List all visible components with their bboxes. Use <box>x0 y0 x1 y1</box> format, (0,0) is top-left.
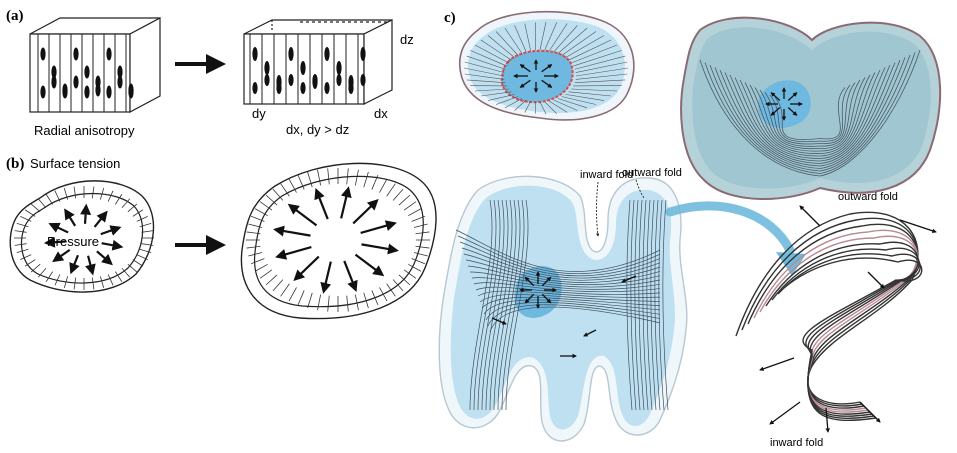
fold-layer <box>748 224 917 408</box>
cell-nucleus <box>336 61 341 75</box>
cell-nucleus <box>51 76 56 89</box>
rim-cell <box>46 194 52 204</box>
cell-nucleus <box>360 47 365 61</box>
cell-nucleus <box>312 74 317 86</box>
fold-layer <box>736 212 918 404</box>
cell-nucleus <box>288 74 293 86</box>
cell-nucleus <box>276 82 281 94</box>
cell-nucleus <box>40 86 45 99</box>
cell-nucleus <box>95 76 100 89</box>
fold-layer <box>754 230 917 410</box>
rim-cell <box>31 204 40 212</box>
tissue-early <box>460 12 634 120</box>
rim-cell <box>128 264 137 272</box>
cell-nucleus <box>84 66 89 79</box>
cell-nucleus <box>106 48 111 61</box>
rim-cell <box>38 199 46 208</box>
cell-nucleus <box>106 86 111 99</box>
panel-a: (a) Radial anisotropy dz dy dx dx, dy > … <box>6 8 414 138</box>
pressure-arrow <box>85 206 86 224</box>
pressure-label: Pressure <box>47 234 99 249</box>
cell-nucleus <box>264 74 269 86</box>
surface-tension-caption: Surface tension <box>30 156 120 171</box>
rim-cell <box>141 231 153 233</box>
rim-cell <box>25 210 35 216</box>
s-fold-diagram <box>736 206 936 432</box>
rim-cell <box>266 195 277 205</box>
cell-nucleus <box>300 61 305 75</box>
cell-nucleus <box>117 76 122 89</box>
panel-b: (b) Surface tension Pressure <box>6 156 436 319</box>
cell-nucleus <box>264 61 269 75</box>
dim-dz-label: dz <box>400 32 414 47</box>
inequality-label: dx, dy > dz <box>286 122 349 137</box>
anisotropy-block-after <box>244 20 392 104</box>
cell-nucleus <box>128 86 133 99</box>
fold-layer <box>778 254 920 418</box>
fold-arrow <box>800 206 820 226</box>
cell-nucleus <box>288 47 293 61</box>
cell-nucleus <box>300 82 305 94</box>
zoom-arrow <box>670 206 790 250</box>
fold-arrow <box>900 220 936 232</box>
cell-nucleus <box>73 76 78 89</box>
panel-a-label: (a) <box>6 8 24 24</box>
cell-nucleus <box>252 82 257 94</box>
radial-anisotropy-caption: Radial anisotropy <box>34 123 135 138</box>
cell-nucleus <box>252 47 257 61</box>
panel-b-label: (b) <box>6 156 24 172</box>
cell-nucleus <box>348 82 353 94</box>
fold-arrow <box>868 272 884 288</box>
cell-nucleus <box>324 47 329 61</box>
panel-c: c) inward fold outward fold <box>439 10 940 449</box>
rim-cell <box>133 260 143 266</box>
dim-dx-label: dx <box>374 106 388 121</box>
cell-nucleus <box>62 86 67 99</box>
inward-fold-right-label: inward fold <box>770 437 823 449</box>
cell-nucleus <box>40 48 45 61</box>
cell-nucleus <box>324 82 329 94</box>
anisotropy-block-before <box>30 18 160 112</box>
cell-nucleus <box>73 48 78 61</box>
outward-fold-label: outward fold <box>622 167 682 179</box>
outward-fold-right-label: outward fold <box>838 191 898 203</box>
tissue-intermediate <box>681 18 940 199</box>
cell-nucleus <box>336 74 341 86</box>
cell-nucleus <box>360 74 365 86</box>
cell-after <box>241 163 436 318</box>
panel-c-label: c) <box>444 10 456 26</box>
dim-dy-label: dy <box>252 106 266 121</box>
cell-nucleus <box>84 86 89 99</box>
tissue-folded <box>439 176 687 441</box>
fold-arrow <box>760 358 794 370</box>
fold-arrow <box>770 402 800 424</box>
